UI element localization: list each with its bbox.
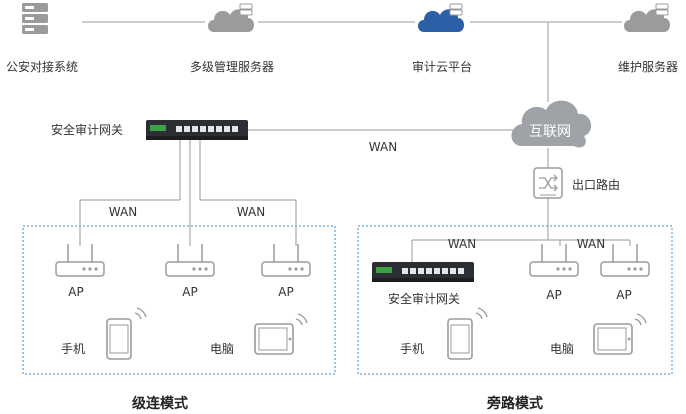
gateway-label: 安全审计网关 — [51, 122, 123, 137]
exit-router-node: 出口路由 — [533, 167, 620, 199]
bypass-ap1-label: AP — [546, 288, 561, 302]
police-system-label: 公安对接系统 — [6, 59, 78, 74]
router-switch-icon — [533, 167, 563, 199]
router-device-icon — [372, 262, 474, 282]
exit-router-label: 出口路由 — [572, 177, 620, 192]
maint-server-node: 维护服务器 — [618, 3, 678, 74]
bypass-wan-left-label: WAN — [448, 237, 476, 251]
mgmt-server-label: 多级管理服务器 — [190, 59, 274, 74]
bypass-mode-title: 旁路模式 — [486, 395, 543, 410]
cascade-wan-left-label: WAN — [109, 205, 137, 219]
cascade-mode-box — [22, 225, 336, 375]
bypass-ap2-label: AP — [616, 288, 631, 302]
cascade-pc-label: 电脑 — [210, 342, 234, 356]
maint-server-label: 维护服务器 — [618, 59, 678, 74]
bypass-gateway-label: 安全审计网关 — [388, 291, 460, 306]
tablet-icon — [593, 313, 647, 355]
cloud-server-icon — [623, 3, 671, 33]
internet-label: 互联网 — [529, 124, 571, 140]
tablet-icon — [254, 313, 308, 355]
cloud-server-icon — [207, 3, 255, 33]
cascade-mode-title: 级连模式 — [132, 395, 188, 410]
cascade-phone-label: 手机 — [61, 342, 85, 356]
cascade-ap2-label: AP — [182, 285, 197, 299]
phone-icon — [106, 307, 147, 360]
mgmt-server-node: 多级管理服务器 — [190, 3, 274, 74]
audit-cloud-node: 审计云平台 — [412, 3, 472, 74]
bypass-phone-label: 手机 — [400, 342, 424, 356]
cascade-ap3-label: AP — [278, 285, 293, 299]
router-device-icon — [146, 120, 248, 140]
cascade-ap1-label: AP — [68, 285, 83, 299]
internet-cloud-icon — [511, 100, 592, 148]
bypass-wan-right-label: WAN — [577, 237, 605, 251]
cascade-wan-right-label: WAN — [237, 205, 265, 219]
ap-icon — [600, 243, 650, 277]
internet-node: 互联网 — [511, 100, 592, 148]
audit-cloud-label: 审计云平台 — [412, 59, 472, 74]
server-rack-icon — [22, 3, 48, 34]
ap-icon — [529, 243, 579, 277]
ap-icon — [165, 243, 215, 277]
bypass-pc-label: 电脑 — [550, 342, 574, 356]
police-system-node: 公安对接系统 — [6, 3, 78, 74]
ap-icon — [55, 243, 105, 277]
wan-main-label: WAN — [369, 140, 397, 154]
phone-icon — [447, 307, 488, 360]
ap-icon — [261, 243, 311, 277]
cloud-server-icon — [417, 3, 465, 33]
bypass-mode-box — [357, 225, 673, 375]
